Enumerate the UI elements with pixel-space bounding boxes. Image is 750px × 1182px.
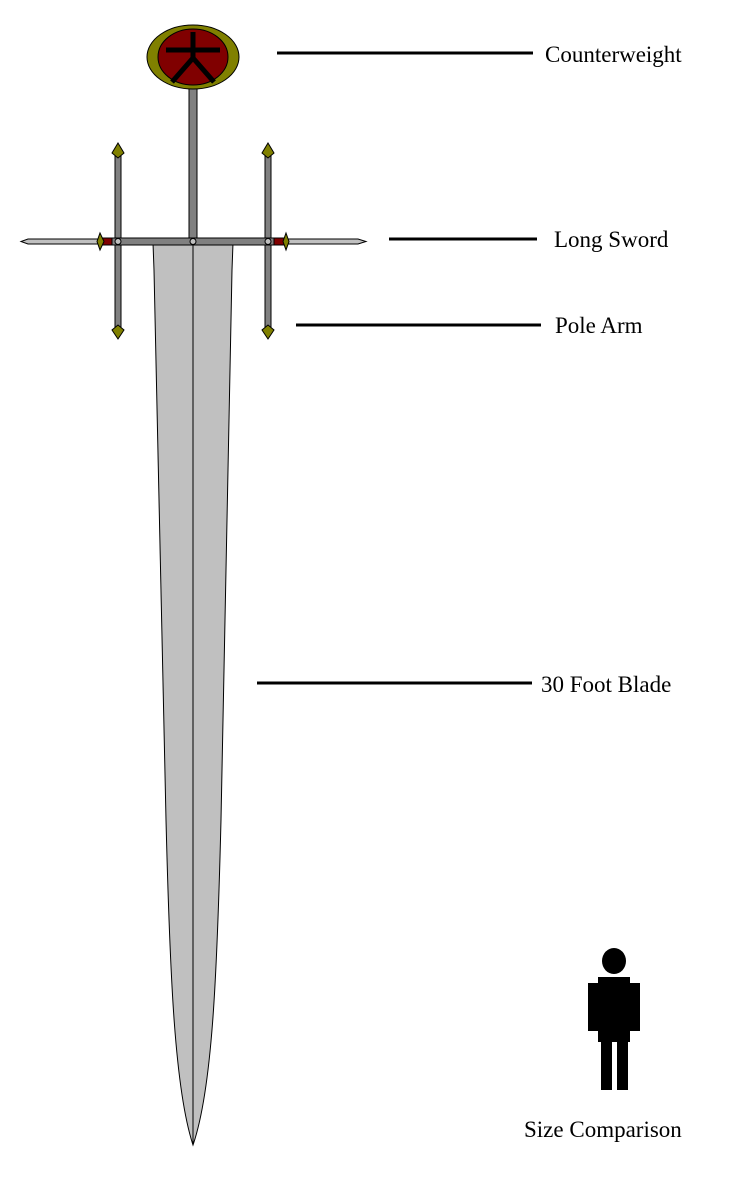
person-silhouette-icon: [588, 948, 640, 1090]
joint-center: [189, 238, 197, 245]
long-sword-left-guard: [96, 231, 105, 252]
long-sword-right-blade: [285, 238, 368, 245]
blade: [152, 242, 234, 1147]
pole-arm-right-bottom-tip: [261, 324, 275, 340]
leader-lines: [257, 51, 541, 685]
label-long-sword: Long Sword: [554, 227, 669, 252]
pole-arm-left-top-tip: [111, 142, 125, 159]
crossguard: [19, 231, 368, 252]
counterweight: [146, 24, 240, 90]
grip: [188, 87, 198, 244]
joint-left: [114, 238, 122, 245]
long-sword-left-blade: [19, 238, 103, 245]
pole-arm-left-bottom-tip: [111, 324, 125, 340]
label-blade: 30 Foot Blade: [541, 672, 671, 697]
label-pole-arm: Pole Arm: [555, 313, 643, 338]
kanji-dai-icon: [166, 32, 220, 84]
long-sword-right-guard: [282, 231, 290, 252]
joint-right: [264, 238, 272, 245]
pole-arm-right-top-tip: [261, 142, 275, 159]
label-counterweight: Counterweight: [545, 42, 682, 67]
label-size-comparison: Size Comparison: [524, 1117, 682, 1142]
